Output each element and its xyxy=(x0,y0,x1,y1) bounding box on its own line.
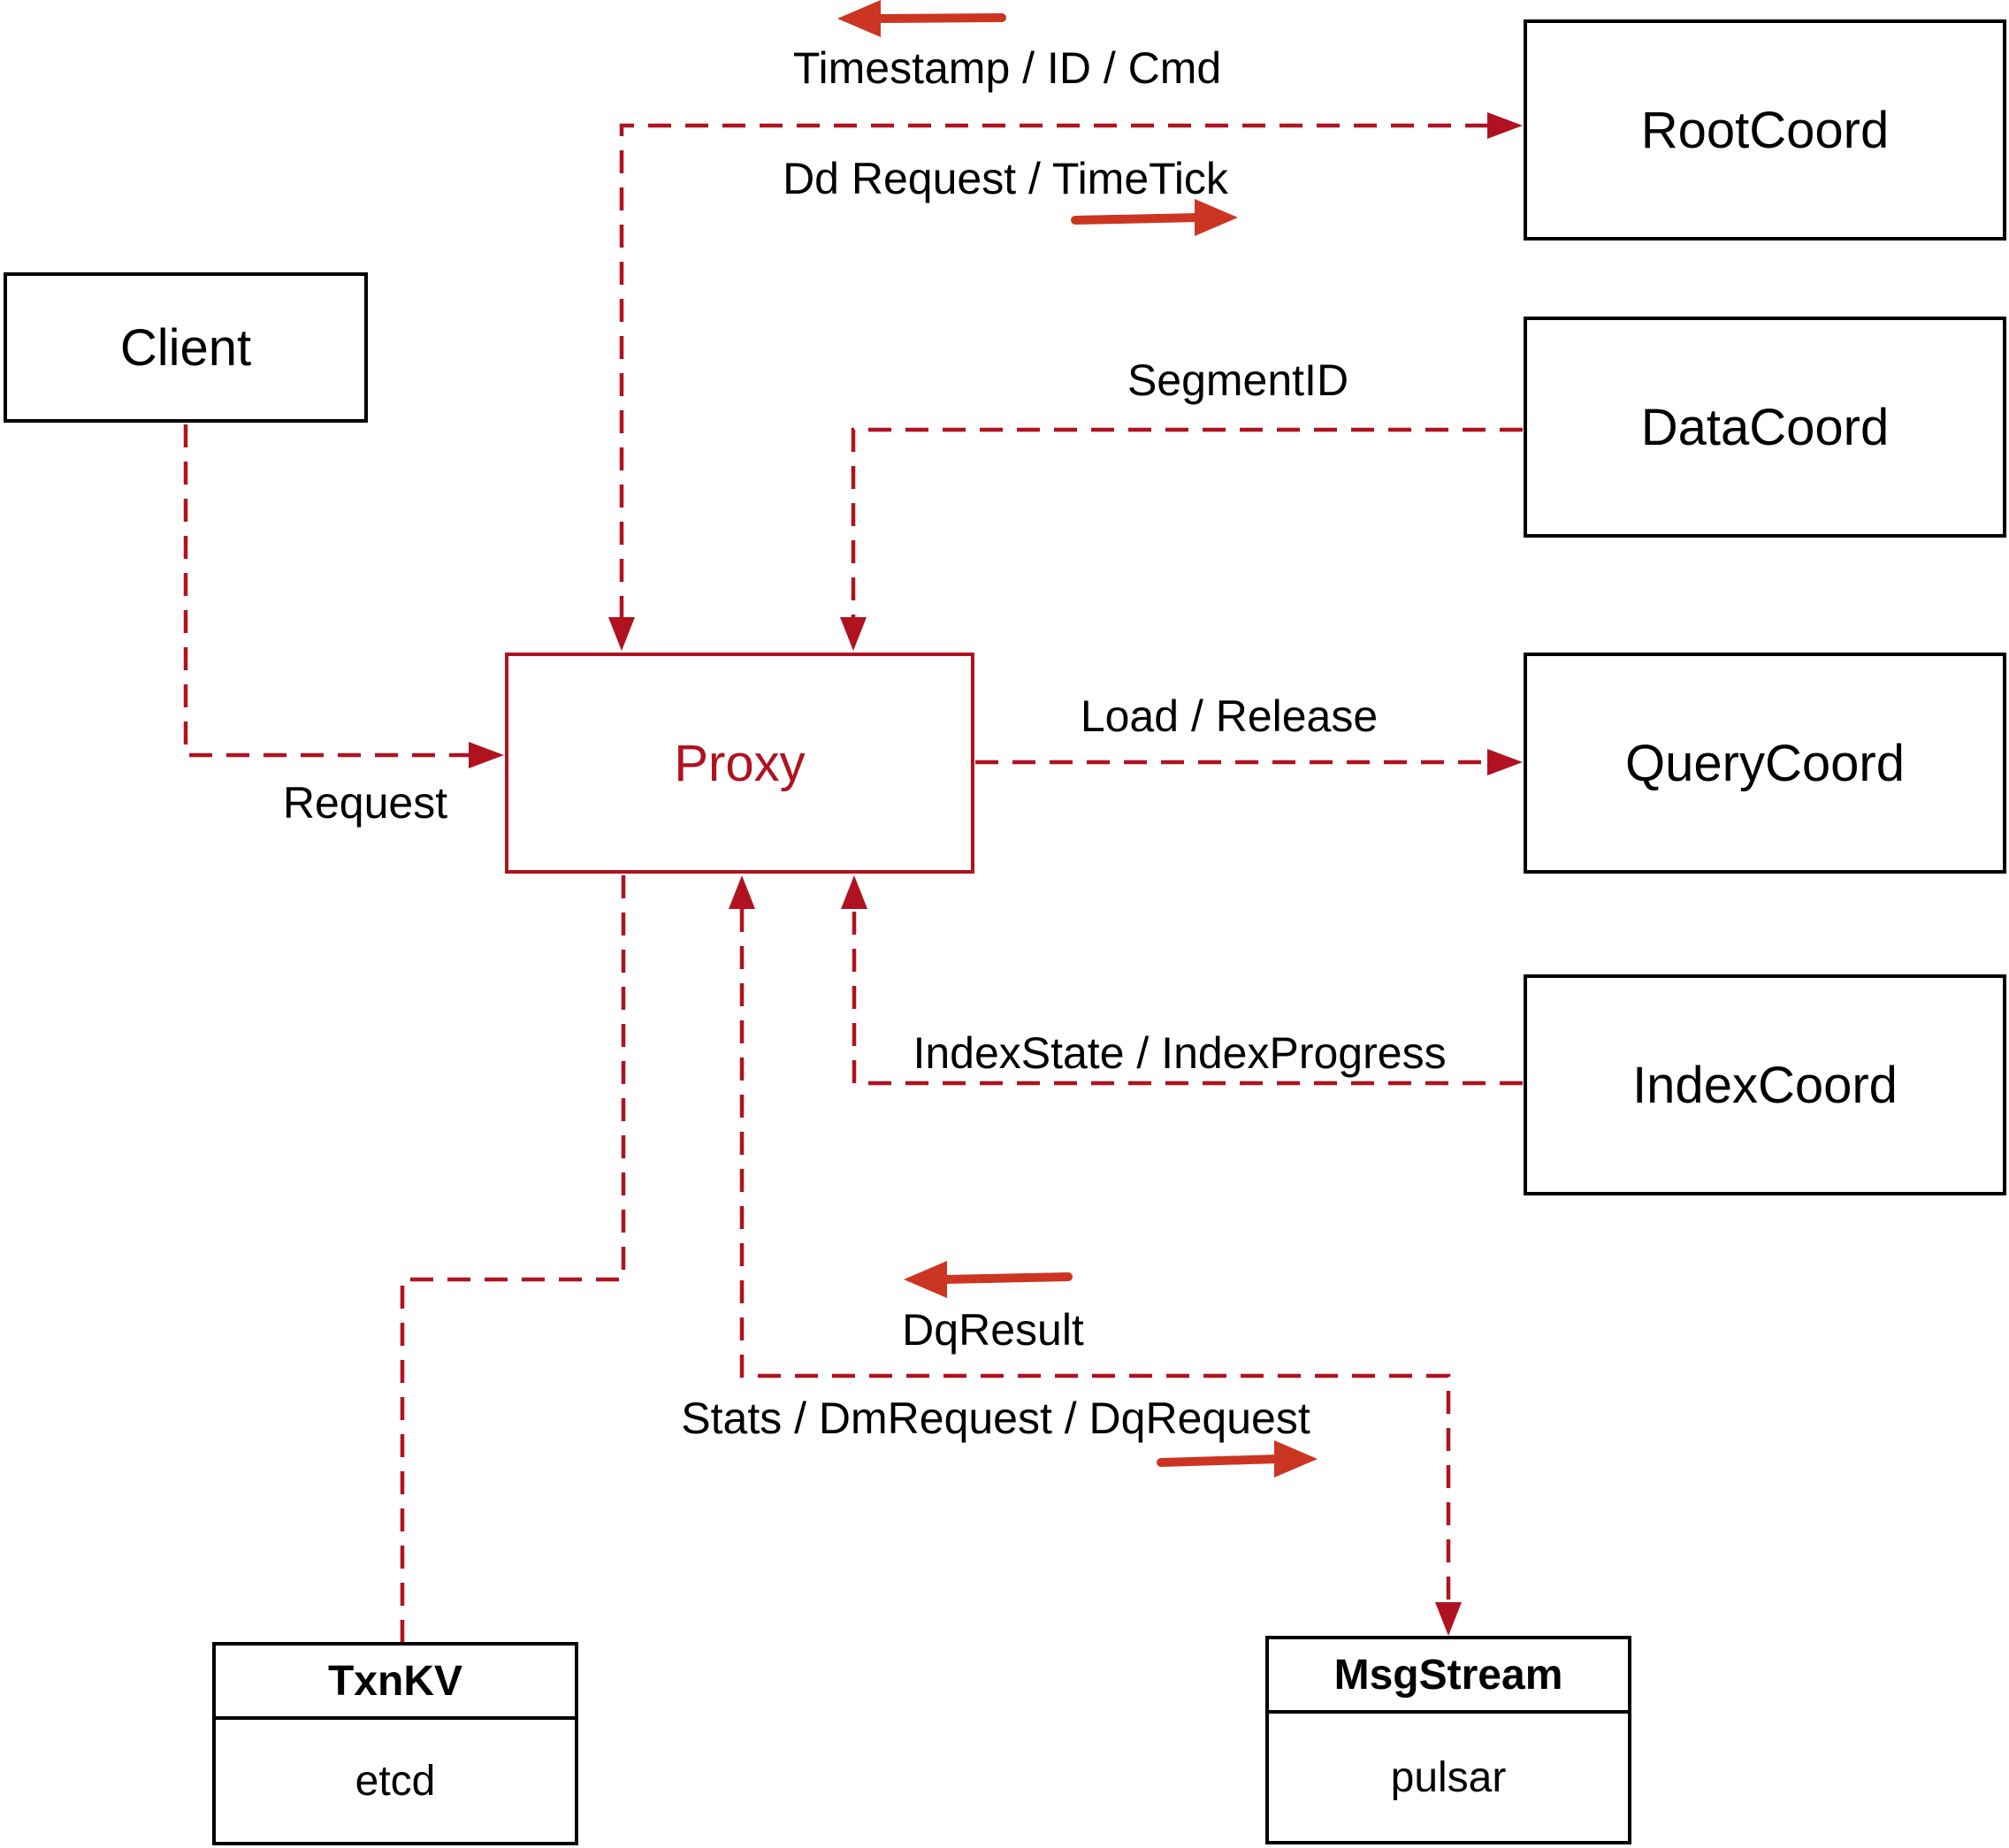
direction-arrow-right-bottom-icon xyxy=(1157,1440,1318,1478)
direction-arrow-left-top-icon xyxy=(837,0,1006,37)
node-indexcoord: IndexCoord xyxy=(1524,974,2006,1195)
node-querycoord-label: QueryCoord xyxy=(1625,734,1905,792)
node-proxy-label: Proxy xyxy=(674,734,806,792)
node-txnkv: TxnKV etcd xyxy=(212,1642,578,1845)
edge-label-index-state: IndexState / IndexProgress xyxy=(913,1028,1447,1078)
node-txnkv-subtitle: etcd xyxy=(355,1757,436,1805)
edge-label-request: Request xyxy=(282,778,448,828)
direction-arrow-left-bottom-icon xyxy=(904,1261,1073,1298)
node-client: Client xyxy=(4,272,368,423)
arrowhead-into-proxy-bottom-right xyxy=(841,875,867,909)
edge-proxy-msgstream xyxy=(729,875,1462,1636)
arrowhead-into-msgstream xyxy=(1435,1602,1462,1636)
node-rootcoord: RootCoord xyxy=(1524,19,2006,241)
edge-label-segment-id: SegmentID xyxy=(1127,355,1349,405)
node-client-label: Client xyxy=(119,318,252,377)
edge-proxy-txnkv xyxy=(400,875,626,1642)
node-msgstream-title: MsgStream xyxy=(1269,1639,1628,1714)
edge-label-dd-request-timetick: Dd Request / TimeTick xyxy=(783,154,1228,203)
edge-datacoord-proxy xyxy=(840,427,1523,651)
direction-arrow-right-top-icon xyxy=(1071,199,1238,236)
arrowhead-into-proxy-top-right xyxy=(840,617,867,651)
node-msgstream: MsgStream pulsar xyxy=(1265,1636,1631,1844)
arrowhead-into-proxy-top-left xyxy=(608,617,635,651)
node-msgstream-subtitle: pulsar xyxy=(1390,1753,1507,1801)
edge-label-stats-dm-dq: Stats / DmRequest / DqRequest xyxy=(681,1394,1310,1443)
node-querycoord: QueryCoord xyxy=(1524,653,2006,874)
arrowhead-into-querycoord xyxy=(1487,749,1523,775)
edge-label-dq-result: DqResult xyxy=(902,1305,1084,1355)
edge-proxy-querycoord xyxy=(975,749,1523,775)
arrowhead-into-rootcoord xyxy=(1487,112,1523,139)
node-datacoord-label: DataCoord xyxy=(1640,398,1890,456)
node-indexcoord-label: IndexCoord xyxy=(1632,1056,1898,1114)
node-rootcoord-label: RootCoord xyxy=(1640,101,1890,159)
arrowhead-into-proxy-left xyxy=(469,742,504,768)
edge-proxy-rootcoord xyxy=(608,112,1523,651)
arrowhead-into-proxy-bottom-left xyxy=(729,875,755,909)
edge-label-timestamp-id-cmd: Timestamp / ID / Cmd xyxy=(792,43,1222,93)
edge-client-proxy xyxy=(183,424,504,768)
edge-indexcoord-proxy xyxy=(841,875,1523,1086)
edge-label-load-release: Load / Release xyxy=(1080,691,1379,741)
node-proxy: Proxy xyxy=(505,653,974,874)
node-datacoord: DataCoord xyxy=(1524,317,2006,538)
node-txnkv-title: TxnKV xyxy=(216,1646,575,1720)
